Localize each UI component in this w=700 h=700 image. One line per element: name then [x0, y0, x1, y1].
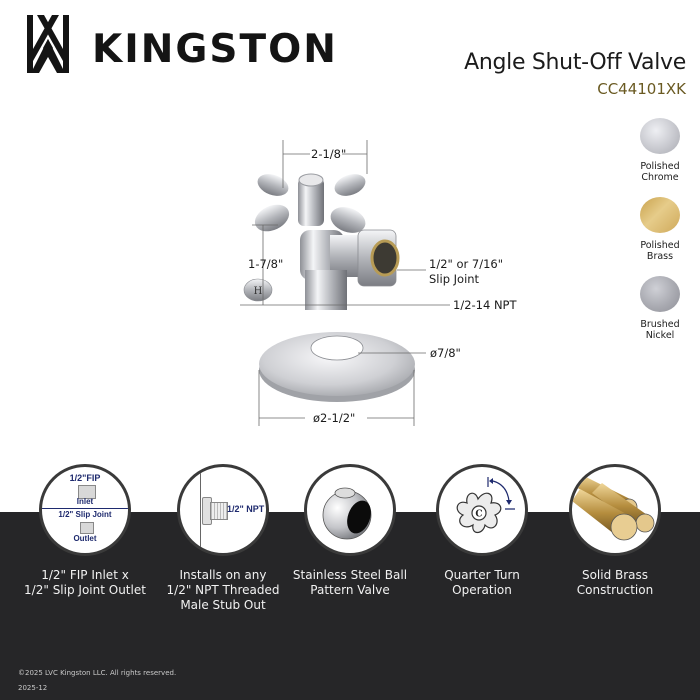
kingston-monogram-icon — [27, 15, 69, 73]
version-text: 2025-12 — [18, 684, 48, 692]
svg-text:C: C — [475, 510, 482, 520]
product-sku: CC44101XK — [597, 80, 686, 98]
feature-caption: 1/2" FIP Inlet x 1/2" Slip Joint Outlet — [24, 568, 146, 597]
fip-inlet-slip-outlet-icon: 1/2"FIP Inlet 1/2" Slip Joint Outlet — [39, 464, 131, 556]
feature-fip-inlet: 1/2"FIP Inlet 1/2" Slip Joint Outlet 1/2… — [20, 464, 150, 598]
dimension-flange-hole: ø7/8" — [430, 346, 461, 360]
finish-swatch-chrome — [640, 118, 680, 154]
dimension-flange-diameter: ø2-1/2" — [313, 411, 356, 425]
brand-name: KINGSTON — [92, 27, 338, 72]
dimension-outlet-type: Slip Joint — [429, 272, 480, 286]
finish-swatch-nickel — [640, 276, 680, 312]
feature-npt-stub-out: 1/2" NPT Installs on any 1/2" NPT Thread… — [158, 464, 288, 613]
product-title: Angle Shut-Off Valve — [464, 50, 686, 75]
quarter-turn-handle-icon: C — [436, 464, 528, 556]
svg-text:H: H — [254, 286, 263, 297]
feature-solid-brass: Solid Brass Construction — [550, 464, 680, 598]
valve-product-image: H — [230, 130, 530, 430]
feature-caption: Quarter Turn Operation — [444, 568, 520, 597]
dimension-width: 2-1/8" — [311, 147, 347, 161]
dimension-height: 1-7/8" — [248, 257, 284, 271]
steel-ball-icon — [304, 464, 396, 556]
npt-stub-out-icon: 1/2" NPT — [177, 464, 269, 556]
copyright-text: ©2025 LVC Kingston LLC. All rights reser… — [18, 669, 177, 677]
feature-caption: Solid Brass Construction — [576, 568, 654, 597]
feature-caption: Installs on any 1/2" NPT Threaded Male S… — [166, 568, 280, 612]
brass-rods-icon — [569, 464, 661, 556]
feature-quarter-turn: C Quarter Turn Operation — [417, 464, 547, 598]
feature-caption: Stainless Steel Ball Pattern Valve — [292, 568, 408, 597]
feature-steel-ball: Stainless Steel Ball Pattern Valve — [285, 464, 415, 598]
dimension-inlet: 1/2-14 NPT — [453, 298, 517, 312]
finish-swatch-brass — [640, 197, 680, 233]
dimension-outlet: 1/2" or 7/16" — [429, 257, 503, 271]
